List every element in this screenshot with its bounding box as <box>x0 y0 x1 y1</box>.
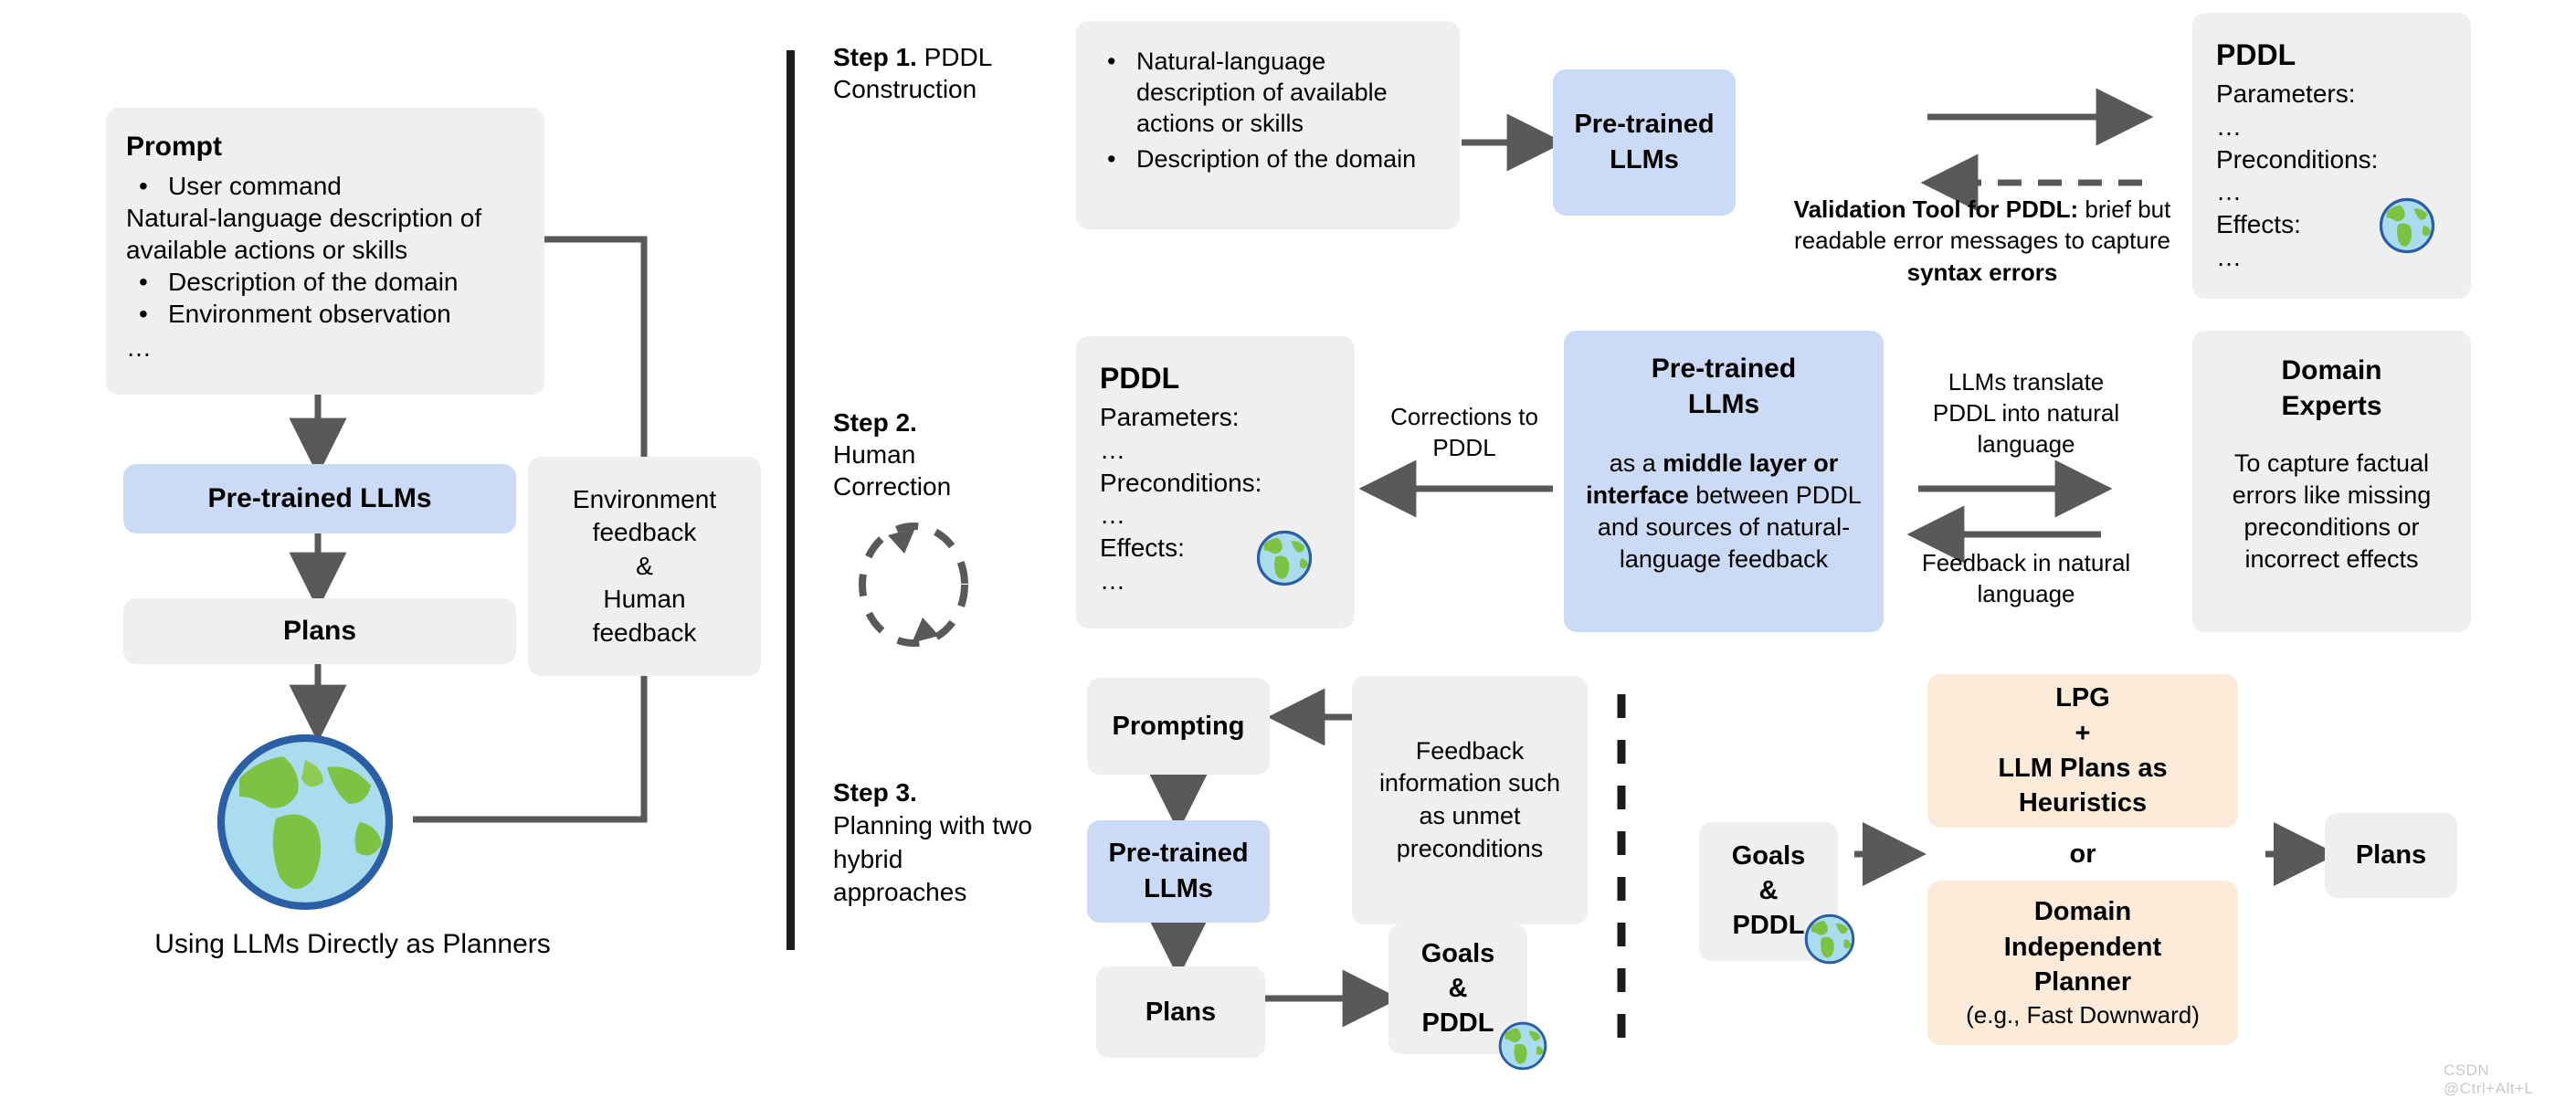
left-plans-box: Plans <box>123 598 516 664</box>
prompt-bullet-1: User command <box>126 170 524 202</box>
globe-icon <box>214 731 396 913</box>
left-panel-caption: Using LLMs Directly as Planners <box>154 929 551 959</box>
step3-plans-box: Plans <box>1096 966 1265 1058</box>
step1-label-bold: Step 1. <box>833 43 917 71</box>
step3-label-rest: Planning with two hybrid approaches <box>833 811 1032 907</box>
step2-pddl-line-2: … <box>1100 435 1125 464</box>
step1-input-bullets: Natural-language description of availabl… <box>1094 47 1441 175</box>
step1-input-bullet-1: Natural-language description of availabl… <box>1094 47 1441 139</box>
step3-goals2-line-1: Goals <box>1731 841 1806 871</box>
step3-lpg-line-4: Heuristics <box>2018 788 2148 818</box>
step3-lpg-line-3: LLM Plans as <box>1998 754 2168 783</box>
step2-experts-title-1: Domain <box>2281 355 2382 385</box>
step2-label-rest: Human Correction <box>833 440 952 501</box>
step3-or-label: or <box>2069 839 2096 869</box>
step3-domain-independent-planner-box: Domain Independent Planner (e.g., Fast D… <box>1927 881 2238 1045</box>
step1-validation-normal: brief but readable error messages to cap… <box>1794 195 2171 255</box>
step1-pddl-line-1: Parameters: <box>2216 79 2356 108</box>
dashed-circular-arrow-icon <box>859 523 968 647</box>
watermark: CSDN @Ctrl+Alt+L <box>2444 1061 2534 1097</box>
globe-icon <box>1498 1021 1547 1071</box>
step2-llm-title-1: Pre-trained <box>1651 354 1797 384</box>
prompt-box-bullets: User command <box>126 170 524 202</box>
step1-input-box: Natural-language description of availabl… <box>1076 21 1460 229</box>
step1-pddl-box: PDDL Parameters: … Preconditions: … Effe… <box>2192 13 2471 299</box>
step1-label-rest: PDDL Construction <box>833 43 992 103</box>
step1-llm-line-1: Pre-trained <box>1574 109 1715 139</box>
step3-planner-line-3: Planner <box>2033 966 2132 997</box>
step1-validation-bold-1: Validation Tool for PDDL: <box>1793 195 2079 223</box>
step3-label: Step 3. Planning with two hybrid approac… <box>833 776 1043 910</box>
left-pretrained-llms-box: Pre-trained LLMs <box>123 464 516 533</box>
step2-experts-title-2: Experts <box>2281 391 2382 421</box>
prompt-box-line-natural-language: Natural-language description of availabl… <box>126 204 482 264</box>
step2-pddl-box: PDDL Parameters: … Preconditions: … Effe… <box>1076 336 1355 628</box>
step1-validation-note: Validation Tool for PDDL: brief but read… <box>1790 194 2174 288</box>
globe-icon <box>1804 913 1855 965</box>
step3-llm-line-2: LLMs <box>1144 874 1213 903</box>
step3-goals2-line-2: & <box>1758 876 1779 906</box>
step3-feedback-info-box: Feedback information such as unmet preco… <box>1352 676 1588 924</box>
step1-pddl-line-4: … <box>2216 177 2242 206</box>
step3-lpg-box: LPG + LLM Plans as Heuristics <box>1927 674 2238 828</box>
prompt-bullet-3: Environment observation <box>126 298 524 330</box>
step3-goals-line-3: PDDL <box>1421 1008 1494 1038</box>
step1-pddl-line-3: Preconditions: <box>2216 144 2379 174</box>
step3-label-bold: Step 3. <box>833 778 917 807</box>
feedback-line-4: Human <box>603 585 686 614</box>
step1-pddl-line-5: Effects: <box>2216 210 2301 239</box>
prompt-bullet-2: Description of the domain <box>126 266 524 298</box>
step1-input-bullet-2: Description of the domain <box>1094 144 1441 175</box>
step3-llm-line-1: Pre-trained <box>1108 838 1249 868</box>
step2-pddl-line-3: Preconditions: <box>1100 468 1262 497</box>
prompt-box-ellipsis: … <box>126 333 152 362</box>
step2-translate-label: LLMs translate PDDL into natural languag… <box>1932 368 2120 458</box>
step1-pddl-line-2: … <box>2216 111 2242 141</box>
step1-validation-bold-2: syntax errors <box>1906 258 2058 286</box>
step1-label: Step 1. PDDL Construction <box>833 41 1052 105</box>
step3-planner-line-2: Independent <box>2003 932 2162 962</box>
step2-label-bold: Step 2. <box>833 408 917 437</box>
prompt-box-title: Prompt <box>126 132 222 162</box>
step3-lpg-line-2: + <box>2075 718 2091 748</box>
environment-human-feedback-box: Environment feedback & Human feedback <box>528 457 761 676</box>
step3-planner-subtitle: (e.g., Fast Downward) <box>1966 1001 2200 1029</box>
step1-pretrained-llms-box: Pre-trained LLMs <box>1553 69 1736 216</box>
step2-pddl-title: PDDL <box>1100 362 1180 395</box>
step3-goals-line-1: Goals <box>1420 939 1495 969</box>
prompt-box: Prompt User command Natural-language des… <box>106 108 544 395</box>
step2-pddl-line-6: … <box>1100 566 1125 596</box>
globe-icon <box>2379 197 2435 254</box>
feedback-line-5: feedback <box>592 618 697 647</box>
step1-llm-line-2: LLMs <box>1610 145 1679 174</box>
step1-pddl-title: PDDL <box>2216 38 2296 71</box>
step2-llm-title-2: LLMs <box>1687 389 1760 419</box>
step2-pddl-line-1: Parameters: <box>1100 403 1240 431</box>
step3-goals2-line-3: PDDL <box>1732 910 1805 940</box>
step3-pretrained-llms-box: Pre-trained LLMs <box>1087 820 1270 923</box>
feedback-line-3: & <box>636 551 653 580</box>
step2-llm-body-p2: between PDDL and sources of natural-lang… <box>1597 481 1862 574</box>
step2-llm-body-p1: as a <box>1609 449 1663 477</box>
step3-lpg-line-1: LPG <box>2055 683 2110 713</box>
step2-feedback-label: Feedback in natural language <box>1921 549 2131 607</box>
step2-experts-body: To capture factual errors like missing p… <box>2232 449 2432 574</box>
step2-pddl-line-5: Effects: <box>1100 533 1185 563</box>
step2-pretrained-llms-box: Pre-trained LLMs as a middle layer or in… <box>1564 331 1884 632</box>
step2-domain-experts-box: Domain Experts To capture factual errors… <box>2192 331 2471 632</box>
step2-label: Step 2. Human Correction <box>833 406 1034 502</box>
step3-goals-line-2: & <box>1448 974 1468 1004</box>
globe-icon <box>1256 530 1313 586</box>
step3-final-plans-box: Plans <box>2325 813 2457 898</box>
step2-corrections-label: Corrections to PDDL <box>1390 403 1538 461</box>
feedback-line-1: Environment <box>572 485 717 514</box>
step3-prompting-box: Prompting <box>1087 678 1270 775</box>
step2-llm-body-b1: middle layer or interface <box>1586 449 1839 510</box>
feedback-line-2: feedback <box>592 518 697 547</box>
panel-divider <box>787 50 795 950</box>
step1-pddl-line-6: … <box>2216 243 2242 272</box>
step2-pddl-line-4: … <box>1100 501 1125 530</box>
step3-planner-line-1: Domain <box>2033 897 2132 927</box>
prompt-box-bullets-2: Description of the domain Environment ob… <box>126 266 524 330</box>
